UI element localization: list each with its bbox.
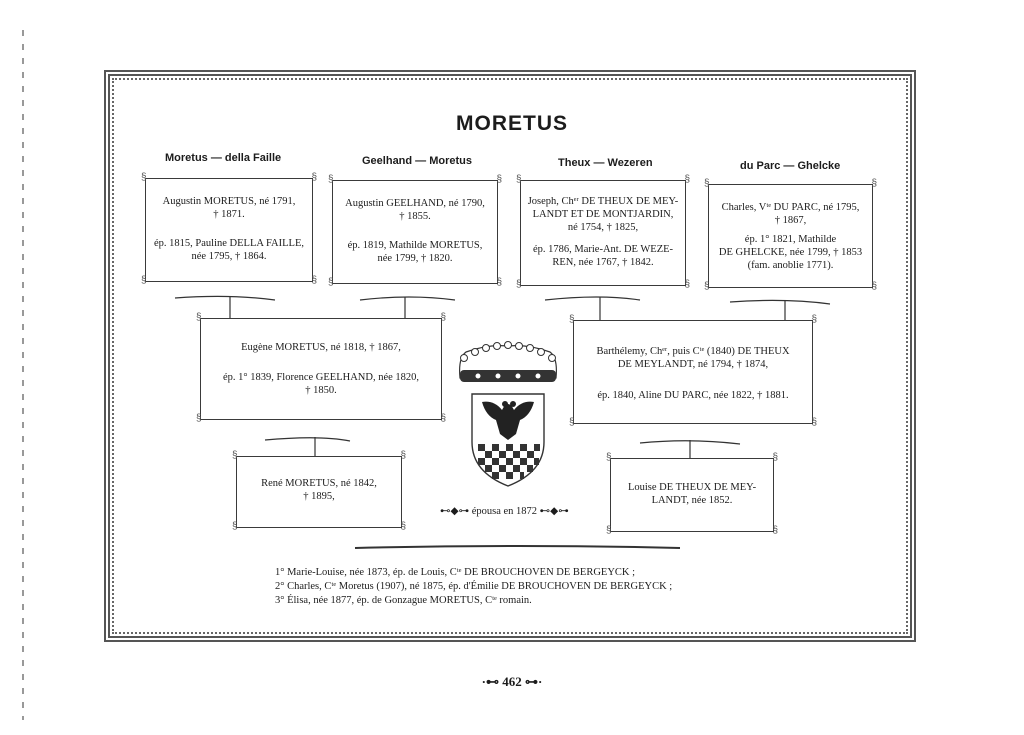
marriage-note: ⊷◆⊶ épousa en 1872 ⊷◆⊶ — [440, 505, 569, 517]
person-text: Joseph, Chᵉʳ DE THEUX DE MEY- LANDT ET D… — [527, 196, 679, 233]
person-box-rene-moretus: §§§§ René MORETUS, né 1842, † 1895, — [232, 450, 406, 532]
scan-edge — [22, 30, 24, 720]
header-theux-wezeren: Theux — Wezeren — [558, 157, 653, 169]
children-list: 1° Marie-Louise, née 1873, ép. de Louis,… — [275, 566, 672, 608]
page-number-value: 462 — [502, 674, 522, 689]
person-box-louise-theux: §§§§ Louise DE THEUX DE MEY- LANDT, née … — [606, 452, 778, 536]
marriage-text: ép. 1815, Pauline DELLA FAILLE, née 1795… — [154, 238, 304, 262]
header-du-parc-ghelcke: du Parc — Ghelcke — [740, 160, 841, 172]
person-text: Barthélemy, Chᵉʳ, puis Cᵗᵉ (1840) DE THE… — [596, 346, 790, 370]
marriage-text: ép. 1° 1839, Florence GEELHAND, née 1820… — [222, 372, 420, 396]
person-box-barthelemy-theux: §§§§ Barthélemy, Chᵉʳ, puis Cᵗᵉ (1840) D… — [569, 314, 817, 428]
page-title: MORETUS — [456, 112, 568, 135]
header-moretus-della-faille: Moretus — della Faille — [165, 152, 282, 164]
child-entry: 1° Marie-Louise, née 1873, ép. de Louis,… — [275, 567, 636, 578]
child-entry: 2° Charles, Cᵗᵉ Moretus (1907), né 1875,… — [275, 581, 673, 592]
person-box-geelhand-1790: §§§§ Augustin GEELHAND, né 1790, † 1855.… — [328, 174, 502, 288]
person-text: Eugène MORETUS, né 1818, † 1867, — [241, 342, 401, 353]
child-entry: 3° Élisa, née 1877, ép. de Gonzague MORE… — [275, 595, 532, 606]
ornament-icon: ⊷◆⊶ — [539, 506, 569, 517]
ornament-icon: ⊶· — [525, 674, 543, 689]
person-box-du-parc-1795: §§§§ Charles, Vᵗᵉ DU PARC, né 1795, † 18… — [704, 178, 877, 292]
marriage-text: ép. 1° 1821, Mathilde DE GHELCKE, née 17… — [718, 234, 863, 271]
marriage-label: épousa en 1872 — [471, 506, 538, 517]
marriage-text: ép. 1840, Aline DU PARC, née 1822, † 188… — [597, 390, 789, 401]
marriage-text: ép. 1786, Marie-Ant. DE WEZE- REN, née 1… — [532, 244, 674, 268]
person-text: Augustin GEELHAND, né 1790, † 1855. — [345, 198, 485, 222]
ornament-icon: ⊷◆⊶ — [440, 506, 470, 517]
decorative-frame — [104, 70, 916, 642]
person-text: Augustin MORETUS, né 1791, † 1871. — [162, 196, 296, 220]
person-text: Louise DE THEUX DE MEY- LANDT, née 1852. — [627, 482, 757, 506]
marriage-text: ép. 1819, Mathilde MORETUS, née 1799, † … — [347, 240, 483, 264]
ornament-icon: ·⊷ — [481, 674, 499, 689]
header-geelhand-moretus: Geelhand — Moretus — [362, 155, 473, 167]
person-box-theux-1754: §§§§ Joseph, Chᵉʳ DE THEUX DE MEY- LANDT… — [516, 174, 690, 290]
page-number: ·⊷ 462 ⊶· — [0, 674, 1024, 690]
person-box-eugene-moretus: §§§§ Eugène MORETUS, né 1818, † 1867, ép… — [196, 312, 446, 424]
person-box-moretus-1791: §§§§ Augustin MORETUS, né 1791, † 1871. … — [141, 172, 317, 286]
person-text: Charles, Vᵗᵉ DU PARC, né 1795, † 1867, — [721, 202, 860, 226]
person-text: René MORETUS, né 1842, † 1895, — [261, 478, 377, 502]
